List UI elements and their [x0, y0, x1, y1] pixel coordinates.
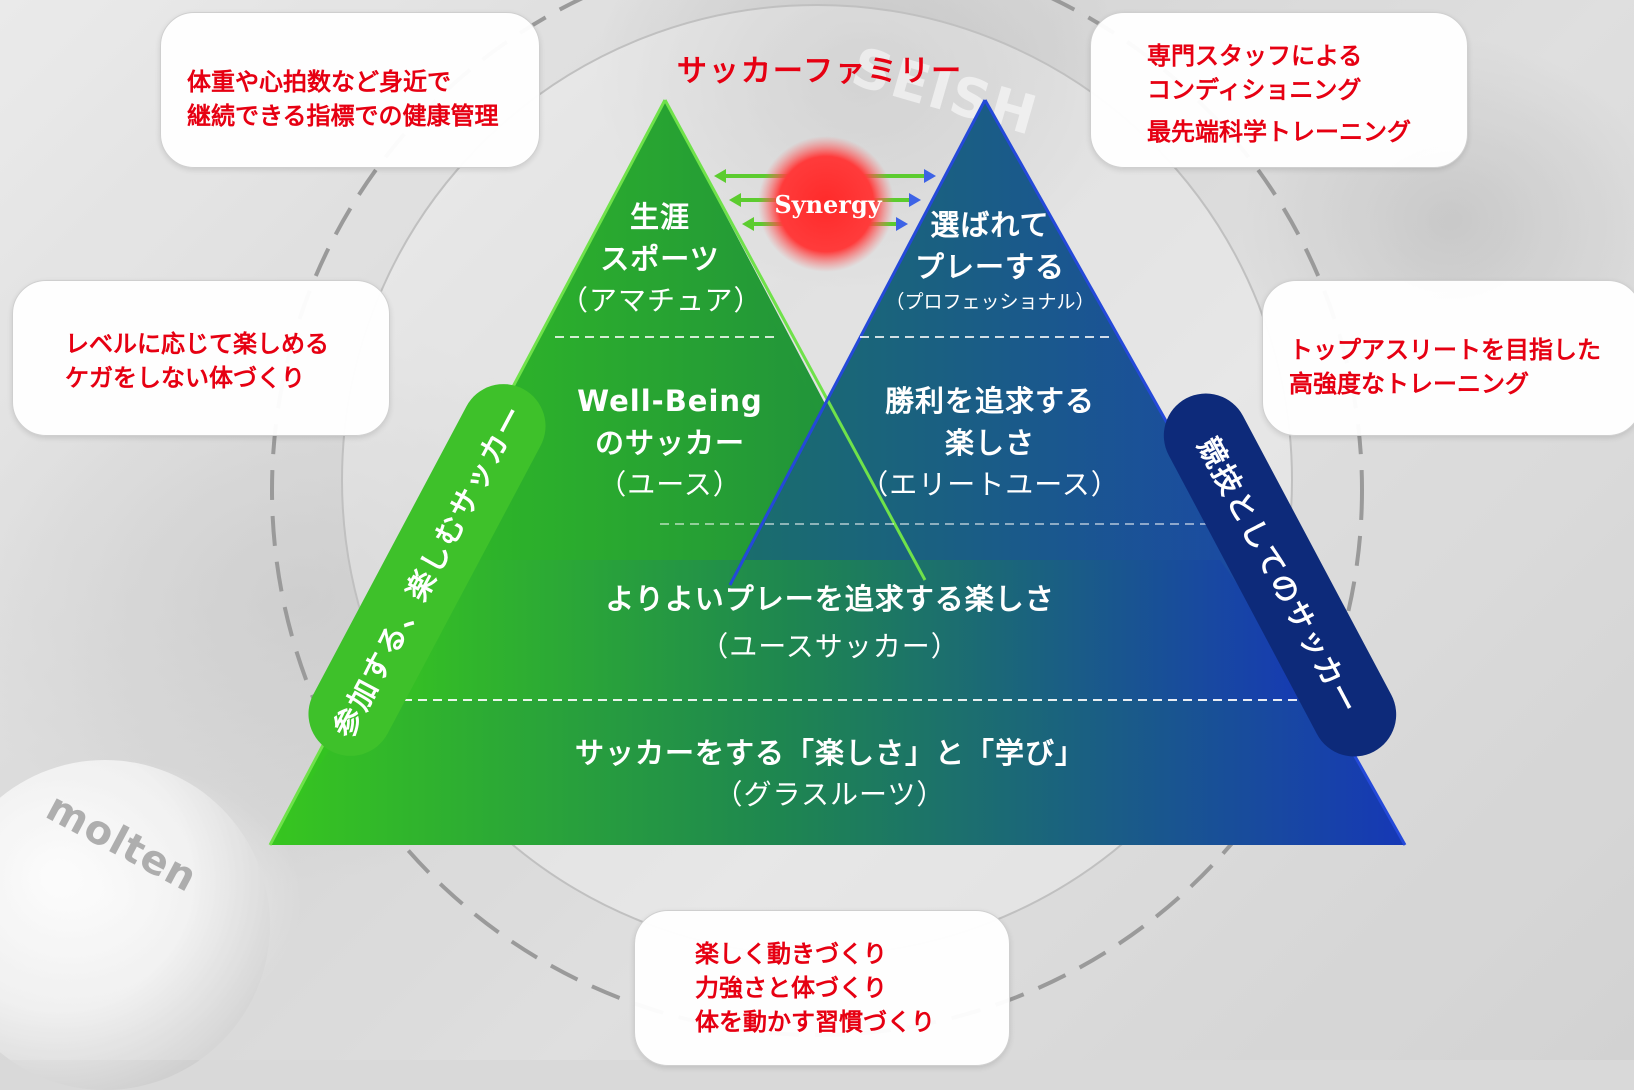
tier-line: サッカーをする「楽しさ」と「学び」 [574, 736, 1085, 770]
pyramid-base-lower [270, 700, 1405, 845]
tier-line: のサッカー [594, 426, 745, 460]
callout-line: トップアスリートを目指した [1289, 336, 1601, 364]
pyramid-base-middle [360, 560, 1320, 700]
callout-line: 専門スタッフによる [1147, 42, 1363, 70]
tier-sub: （グラスルーツ） [714, 778, 946, 811]
tier-sub: （アマチュア） [560, 284, 763, 317]
callout-line: 力強さと体づくり [695, 974, 887, 1002]
callout-top-right: 専門スタッフによる コンディショニング 最先端科学トレーニング [1090, 12, 1468, 168]
tier-line: スポーツ [600, 242, 720, 276]
arrow-head-left-3 [742, 217, 754, 231]
callout-line: レベルに応じて楽しめる [65, 330, 329, 358]
callout-bottom: 楽しく動きづくり 力強さと体づくり 体を動かす習慣づくり [634, 910, 1010, 1066]
arrow-head-right-2 [909, 193, 921, 207]
pyramid-diagram [268, 0, 1407, 1037]
tier-youth: よりよいプレーを追求する楽しさ （ユースサッカー） [560, 578, 1100, 668]
callout-top-left: 体重や心拍数など身近で 継続できる指標での健康管理 [160, 12, 540, 168]
tier-sub: （プロフェッショナル） [885, 291, 1095, 313]
tier-line: 勝利を追求する [884, 384, 1095, 418]
callout-line: 楽しく動きづくり [695, 940, 887, 968]
tier-line: よりよいプレーを追求する楽しさ [605, 582, 1055, 616]
synergy-label: Synergy [774, 190, 882, 219]
arrow-head-right-1 [924, 169, 936, 183]
callout-line: 最先端科学トレーニング [1147, 118, 1411, 146]
tier-line: プレーする [914, 250, 1065, 284]
arrow-head-right-3 [896, 217, 908, 231]
tier-line: 選ばれて [930, 208, 1050, 242]
callout-line: コンディショニング [1147, 76, 1362, 104]
tier-wellbeing: Well-Being のサッカー （ユース） [560, 380, 780, 506]
arrow-head-left-1 [714, 169, 726, 183]
tier-sub: （ユースサッカー） [700, 630, 960, 663]
tier-sub: （エリートユース） [860, 468, 1120, 501]
tier-elite: 勝利を追求する 楽しさ （エリートユース） [860, 380, 1120, 506]
tier-amateur: 生涯 スポーツ （アマチュア） [560, 196, 763, 322]
tier-sub: （ユース） [598, 468, 742, 501]
callout-line: 体重や心拍数など身近で [187, 68, 451, 96]
callout-line: 高強度なトレーニング [1289, 370, 1529, 398]
tier-grassroots: サッカーをする「楽しさ」と「学び」 （グラスルーツ） [560, 732, 1100, 816]
green-edge-right [663, 99, 927, 581]
tier-line: 楽しさ [944, 426, 1035, 460]
synergy-circle [758, 136, 894, 272]
callout-mid-right: トップアスリートを目指した 高強度なトレーニング [1262, 280, 1634, 436]
callout-mid-left: レベルに応じて楽しめる ケガをしない体づくり [12, 280, 390, 436]
callout-line: 継続できる指標での健康管理 [187, 102, 499, 130]
arrow-head-left-2 [729, 193, 741, 207]
soccer-ball-image [0, 760, 270, 1090]
family-title: サッカーファミリー [676, 54, 964, 89]
tier-line: Well-Being [577, 384, 763, 418]
callout-line: 体を動かす習慣づくり [695, 1008, 935, 1036]
blue-edge-left [728, 99, 987, 586]
callout-line: ケガをしない体づくり [65, 364, 305, 392]
tier-pro: 選ばれて プレーする （プロフェッショナル） [870, 204, 1110, 316]
tier-line: 生涯 [629, 200, 690, 234]
